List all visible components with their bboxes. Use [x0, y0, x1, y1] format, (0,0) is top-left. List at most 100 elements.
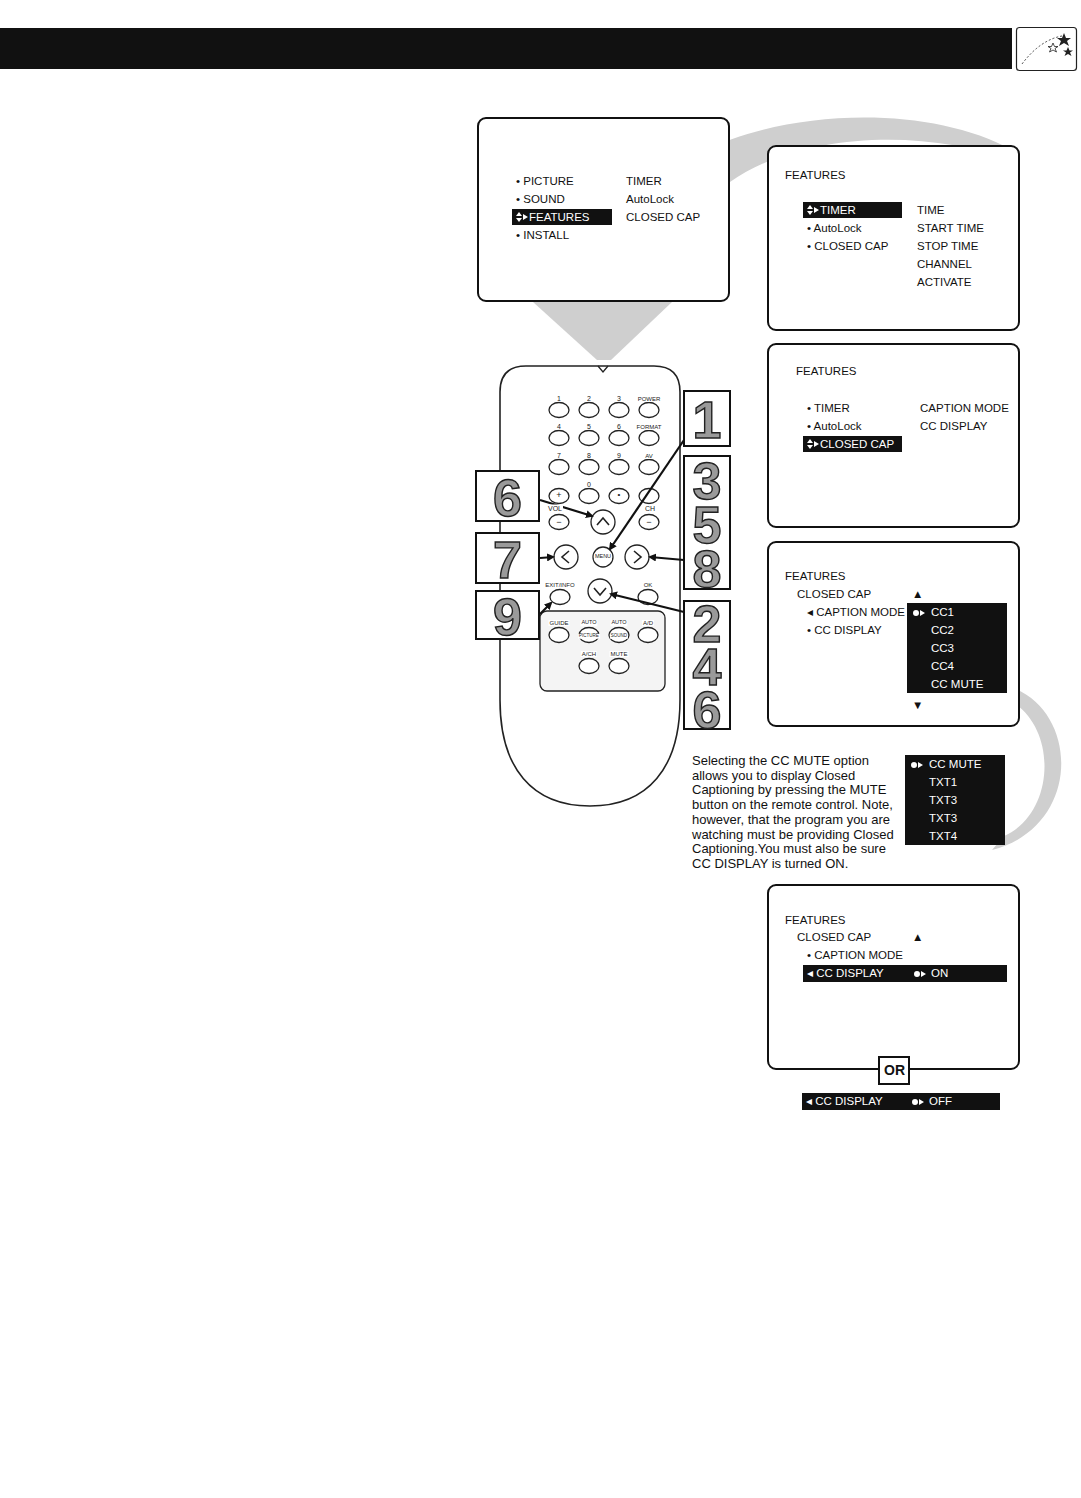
menu-text: OFF	[929, 1094, 952, 1108]
menu-text: CHANNEL	[917, 257, 972, 271]
button-label: FORMAT	[636, 424, 663, 430]
menu-text: CC MUTE	[931, 677, 983, 691]
button-label: MENU	[594, 554, 612, 560]
callout-box: 1	[683, 390, 731, 447]
menu-text: CC MUTE	[929, 757, 981, 771]
button-label: 8	[586, 452, 592, 459]
button-label: A/CH	[581, 651, 597, 657]
note-text: Selecting the CC MUTE option allows you …	[692, 754, 906, 872]
menu-text: CC4	[931, 659, 954, 673]
menu-text: FEATURES	[785, 168, 846, 182]
cursor-marker	[515, 211, 529, 223]
button-label: 6	[616, 423, 622, 430]
menu-text: • AutoLock	[807, 419, 862, 433]
button-label: −	[555, 518, 562, 527]
highlight-bar: ◂ CC DISPLAY OFF	[802, 1093, 1000, 1110]
highlight-bar: FEATURES	[512, 209, 612, 225]
button-label: 0	[586, 481, 592, 488]
callout-box: 9	[475, 590, 540, 640]
button-label: +	[555, 491, 562, 500]
menu-text: ◂ CC DISPLAY	[806, 1094, 883, 1108]
button-label: GUIDE	[548, 620, 569, 626]
button-label: EXIT/INFO	[544, 582, 575, 588]
button-label: 9	[616, 452, 622, 459]
highlight-bar: CLOSED CAP	[803, 436, 902, 452]
or-box: OR	[878, 1056, 910, 1085]
button-label: 3	[616, 395, 622, 402]
menu-text: • CAPTION MODE	[807, 948, 903, 962]
menu-text: FEATURES	[785, 913, 846, 927]
menu-text: • AutoLock	[807, 221, 862, 235]
button-label: CH	[644, 505, 656, 512]
callout-box: 358	[683, 455, 731, 590]
button-label: A/D	[642, 620, 654, 626]
cursor-marker	[806, 438, 820, 450]
menu-text: CC2	[931, 623, 954, 637]
menu-text: • SOUND	[516, 192, 565, 206]
menu-text: ACTIVATE	[917, 275, 972, 289]
menu-screen: FEATURES• AutoLock• CLOSED CAPTIMESTART …	[767, 145, 1020, 331]
menu-screen: FEATURES• TIMER• AutoLockCAPTION MODECC …	[767, 343, 1020, 528]
menu-text: CAPTION MODE	[920, 401, 1009, 415]
callout-number: 9	[477, 595, 538, 639]
menu-text: CLOSED CAP	[797, 930, 871, 944]
cursor-marker	[911, 1096, 925, 1108]
button-label: •	[617, 491, 622, 499]
cursor-marker	[806, 204, 820, 216]
button-label: VOL	[547, 505, 563, 512]
menu-text: TXT3	[929, 811, 957, 825]
callout-number: 3	[685, 459, 729, 503]
callout-number: 4	[685, 645, 729, 689]
menu-text: CC3	[931, 641, 954, 655]
menu-text: • INSTALL	[516, 228, 569, 242]
button-label: POWER	[637, 396, 662, 402]
callout-number: 6	[685, 688, 729, 732]
option-list: CC1CC2CC3CC4 CC MUTE	[907, 603, 1007, 693]
callout-box: 6	[475, 470, 540, 522]
button-label: 7	[556, 452, 562, 459]
cursor-marker	[912, 607, 926, 619]
button-label: AV	[644, 453, 654, 459]
menu-text: • CLOSED CAP	[807, 239, 888, 253]
button-label: 5	[586, 423, 592, 430]
menu-text: FEATURES	[529, 210, 590, 224]
menu-text: OR	[884, 1061, 905, 1079]
button-label: 2	[586, 395, 592, 402]
menu-text: TXT1	[929, 775, 957, 789]
menu-screen: • PICTURE• SOUND• INSTALLTIMERAutoLockCL…	[477, 117, 730, 302]
callout-number: 5	[685, 503, 729, 547]
menu-text: ON	[931, 966, 948, 980]
menu-text: ▲	[912, 930, 923, 944]
button-label: AUTO	[580, 620, 597, 626]
button-label: OK	[643, 582, 654, 588]
highlight-bar: ◂ CC DISPLAY ON	[803, 965, 1007, 982]
menu-text: • CC DISPLAY	[807, 623, 882, 637]
menu-text: CLOSED CAP	[797, 587, 871, 601]
remote-control	[500, 366, 680, 806]
menu-text: FEATURES	[796, 364, 857, 378]
callout-box: 246	[683, 600, 731, 730]
button-label: AUTO	[610, 620, 627, 626]
menu-screen: FEATURESCLOSED CAP◂ CAPTION MODE• CC DIS…	[767, 541, 1020, 727]
callout-number: 2	[685, 602, 729, 646]
menu-text: ▼	[912, 698, 923, 712]
button-label: 1	[556, 395, 562, 402]
callout-leaders	[540, 440, 684, 614]
callout-number: 1	[685, 398, 729, 442]
menu-text: ▲	[912, 587, 923, 601]
menu-text: ◂ CAPTION MODE	[807, 605, 905, 619]
button-label: SOUND	[610, 634, 628, 639]
button-label: 4	[556, 423, 562, 430]
cursor-marker	[913, 968, 927, 980]
cursor-marker	[910, 759, 924, 771]
callout-number: 8	[685, 547, 729, 591]
menu-text: CC1	[931, 605, 954, 619]
menu-text: TIME	[917, 203, 944, 217]
menu-text: CLOSED CAP	[820, 437, 894, 451]
button-label: −	[645, 518, 652, 527]
menu-text: ◂ CC DISPLAY	[807, 966, 884, 980]
menu-text: TIMER	[820, 203, 856, 217]
callout-number: 7	[477, 538, 538, 582]
menu-text: TXT3	[929, 793, 957, 807]
menu-text: • PICTURE	[516, 174, 574, 188]
